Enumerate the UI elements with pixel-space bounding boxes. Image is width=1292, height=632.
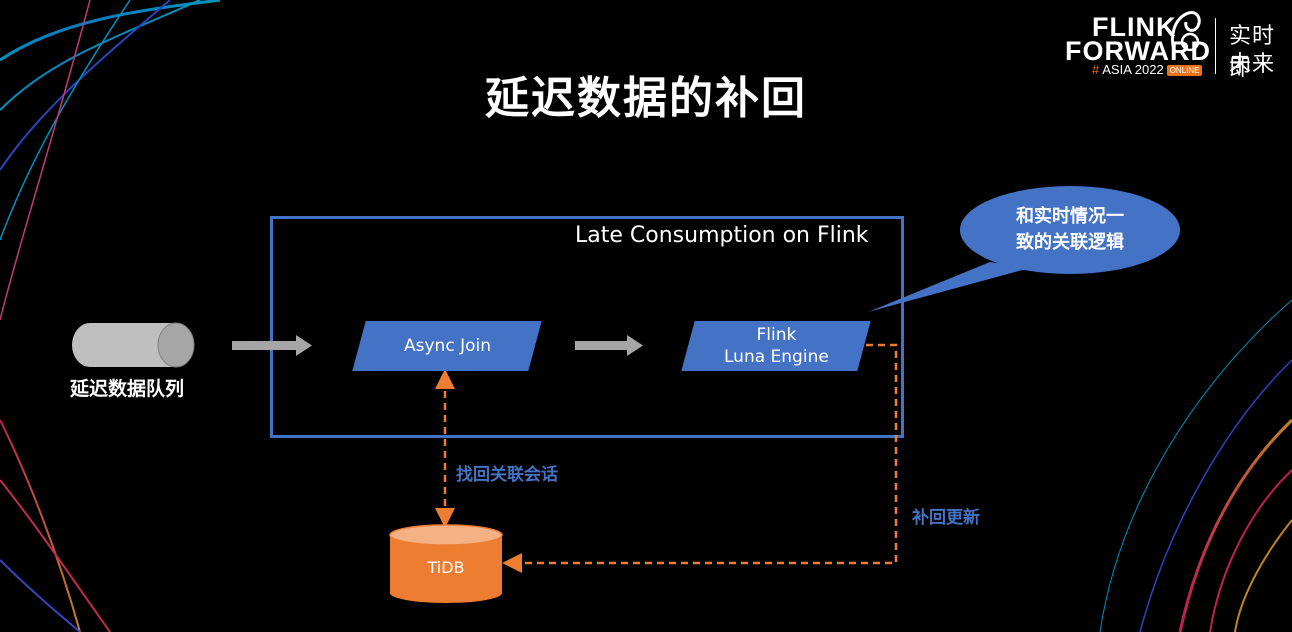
frame-title: Late Consumption on Flink xyxy=(575,223,869,248)
logo-online-badge: ONLINE xyxy=(1166,65,1203,77)
logo-forward-text: FORWARD xyxy=(1065,36,1211,66)
update-back-connector xyxy=(502,343,898,573)
gray-arrow-join-to-engine xyxy=(575,335,643,356)
tidb-database-icon xyxy=(389,524,503,603)
fetch-session-label: 找回关联会话 xyxy=(456,465,558,485)
gray-arrow-queue-to-frame xyxy=(232,335,312,356)
luna-line-2: Luna Engine xyxy=(723,347,829,367)
logo-event-text: ASIA 2022 xyxy=(1102,62,1164,77)
tidb-label: TiDB xyxy=(427,558,465,577)
logo-flink-text: FLINK xyxy=(1092,12,1177,42)
slogan-line-1: 实时即 xyxy=(1229,24,1276,81)
logo-hash: # xyxy=(1092,62,1100,77)
luna-line-1: Flink xyxy=(756,325,796,345)
flink-container-frame xyxy=(270,216,904,438)
async-join-node: Async Join xyxy=(352,321,542,371)
update-back-label: 补回更新 xyxy=(912,508,980,528)
bubble-line-2: 致的关联逻辑 xyxy=(1016,232,1124,253)
squirrel-logo-icon xyxy=(1171,11,1201,52)
async-join-label: Async Join xyxy=(403,336,491,356)
delay-queue-label: 延迟数据队列 xyxy=(70,378,185,400)
queue-cylinder-icon xyxy=(72,322,195,368)
slogan-line-2: 未来 xyxy=(1229,52,1276,77)
bubble-line-1: 和实时情况一 xyxy=(1016,206,1124,227)
logo-divider xyxy=(1215,18,1216,74)
speech-bubble-text: 和实时情况一 致的关联逻辑 xyxy=(960,204,1180,256)
slide-title: 延迟数据的补回 xyxy=(485,73,807,124)
speech-bubble-icon xyxy=(868,186,1180,312)
